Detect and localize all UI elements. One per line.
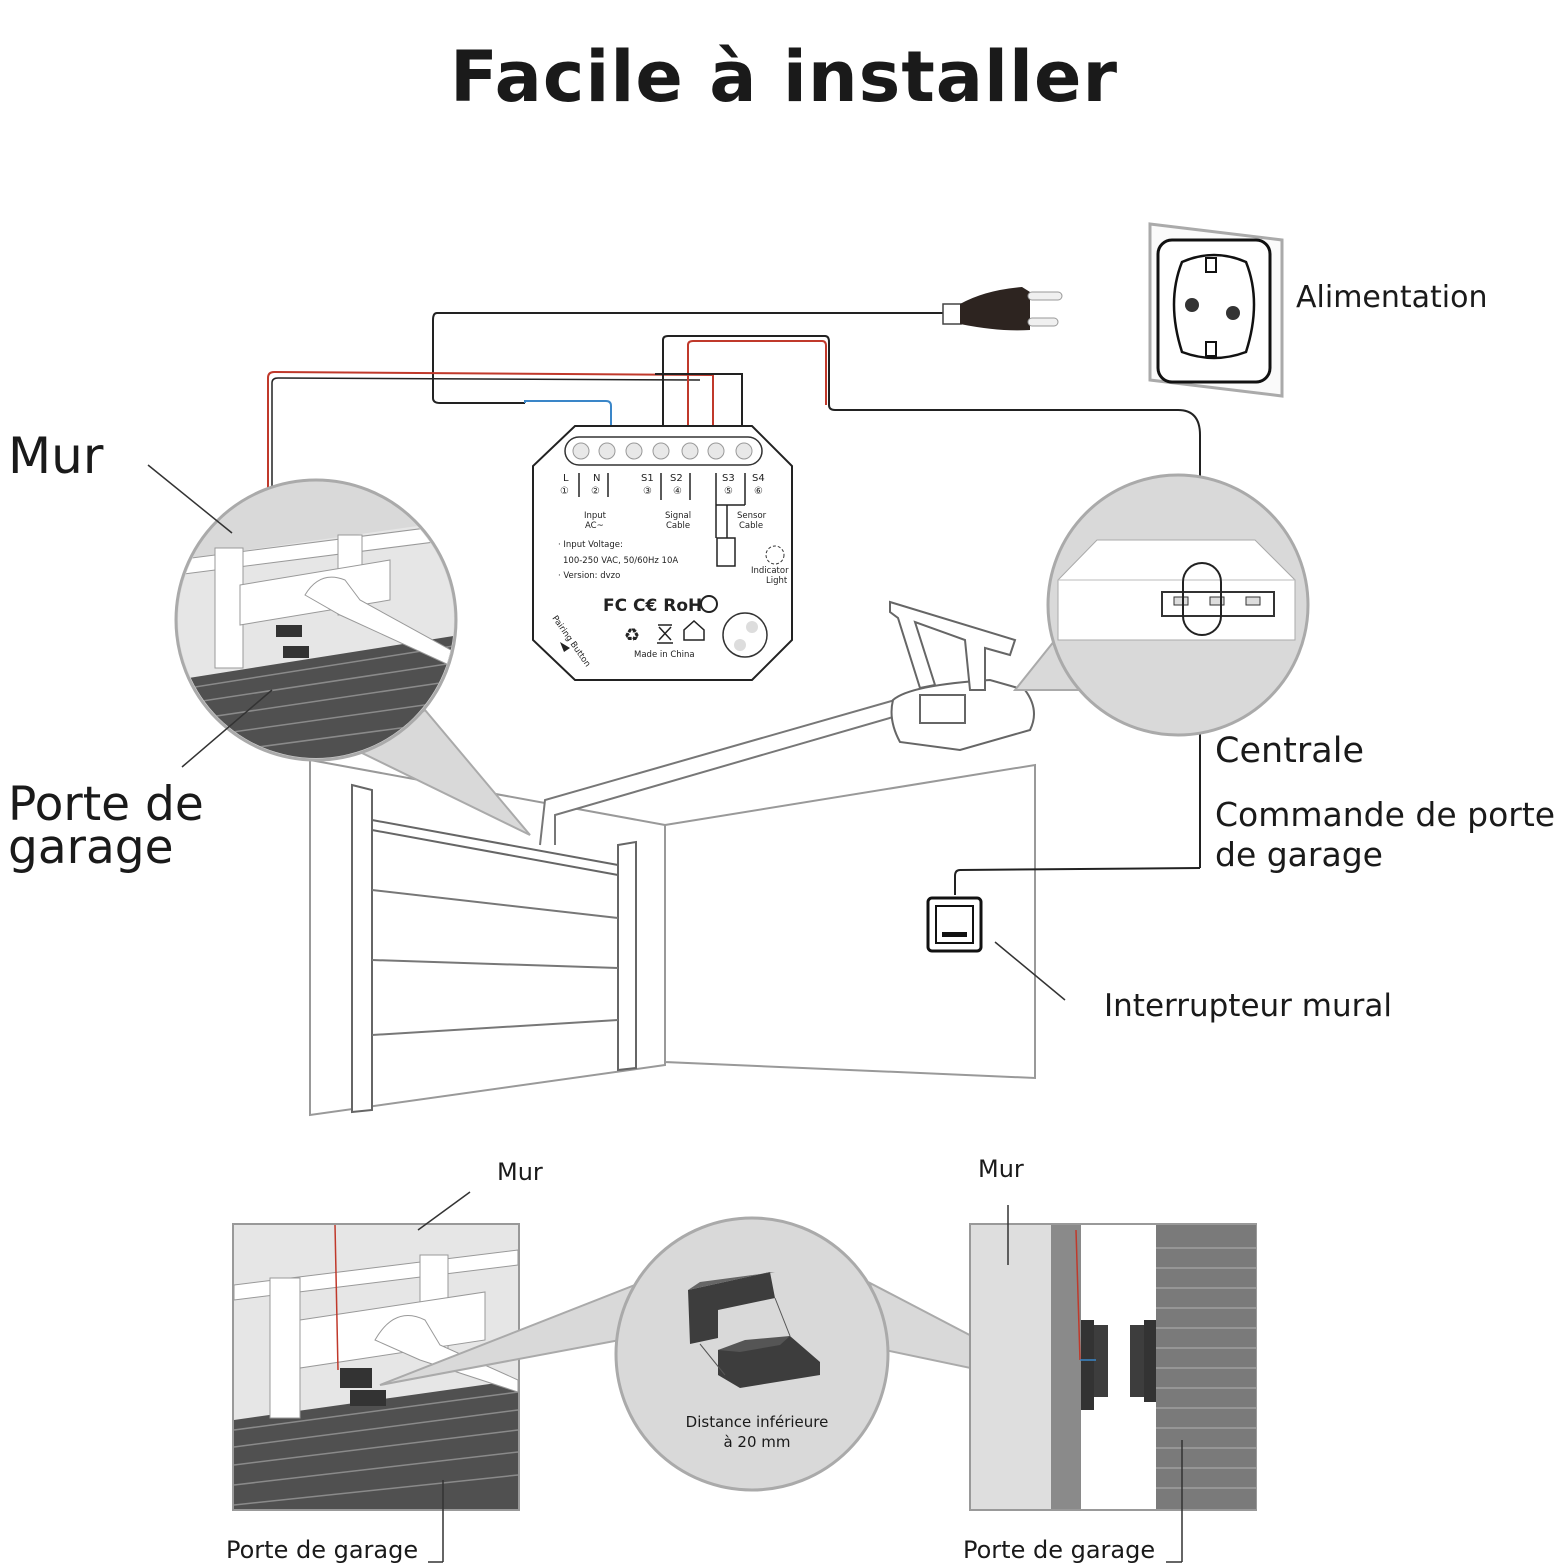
porte-leader-line: [181, 689, 273, 768]
terminal-label-s4: S4: [752, 473, 765, 484]
garage-room-illustration: [309, 600, 1036, 1117]
terminal-number-5: ⑤: [724, 486, 733, 497]
sensor-cable-label: Cable: [739, 521, 763, 531]
terminal-number-3: ③: [643, 486, 652, 497]
input-label: Input: [584, 511, 607, 521]
label-mur-right: Mur: [978, 1155, 1024, 1183]
label-distance-1: Distance inférieure: [685, 1413, 829, 1431]
signal-cable-label: Cable: [666, 521, 690, 531]
input-ac-label: AC~: [585, 521, 604, 531]
recycle-mark-icon: [700, 595, 718, 613]
label-porte-right: Porte de garage: [963, 1536, 1156, 1564]
label-centrale: Centrale: [1215, 731, 1364, 771]
recycle-icon: ♻: [624, 625, 640, 646]
mur-leader-line: [147, 464, 233, 534]
detail-panel-left: [232, 1191, 520, 1563]
label-alimentation: Alimentation: [1296, 280, 1488, 315]
indicator-label: Indicator: [751, 566, 789, 576]
version-label: · Version: dvzo: [558, 571, 620, 581]
wall-switch: [926, 896, 1066, 1001]
certification-marks: FC C€ RoHS: [603, 596, 714, 616]
voltage-value: 100-250 VAC, 50/60Hz 10A: [563, 556, 678, 566]
label-distance-2: à 20 mm: [723, 1433, 791, 1451]
terminal-number-6: ⑥: [754, 486, 763, 497]
signal-label: Signal: [665, 511, 691, 521]
label-commande-1: Commande de porte: [1215, 795, 1556, 834]
indicator-light-label: Light: [766, 576, 788, 586]
house-icon: [683, 619, 705, 641]
made-in-label: Made in China: [634, 650, 695, 660]
magnifier-left-top: [147, 464, 531, 836]
label-commande-2: de garage: [1215, 835, 1383, 874]
terminal-label-s1: S1: [641, 473, 654, 484]
smart-relay-module: L N S1 S2 S3 S4 ① ② ③ ④ ⑤ ⑥ Input AC~ Si…: [532, 425, 793, 681]
terminal-number-4: ④: [673, 486, 682, 497]
terminal-label-s2: S2: [670, 473, 683, 484]
power-plug: [942, 287, 1063, 331]
magnifier-centrale: [1012, 473, 1310, 737]
page-title: Facile à installer: [449, 36, 1119, 118]
wall-socket: [1148, 222, 1284, 398]
label-porte-de: Porte de: [8, 777, 204, 832]
detail-panel-right: [969, 1205, 1257, 1563]
label-porte-left: Porte de garage: [226, 1536, 419, 1564]
terminal-number-2: ②: [591, 486, 600, 497]
sensor-label: Sensor: [737, 511, 767, 521]
wiring: [267, 312, 1201, 895]
terminal-label-n: N: [593, 473, 600, 484]
magnet-sensor-icon: [688, 1272, 820, 1388]
terminal-label-l: L: [563, 473, 569, 484]
label-mur-left: Mur: [497, 1158, 543, 1186]
voltage-title: · Input Voltage:: [558, 540, 623, 550]
weee-bin-icon: [657, 624, 673, 644]
label-mur: Mur: [8, 427, 104, 485]
label-interrupteur: Interrupteur mural: [1104, 988, 1392, 1024]
terminal-number-1: ①: [560, 486, 569, 497]
terminal-label-s3: S3: [722, 473, 735, 484]
pairing-arrow-icon: [560, 642, 570, 652]
label-garage: garage: [8, 820, 174, 875]
